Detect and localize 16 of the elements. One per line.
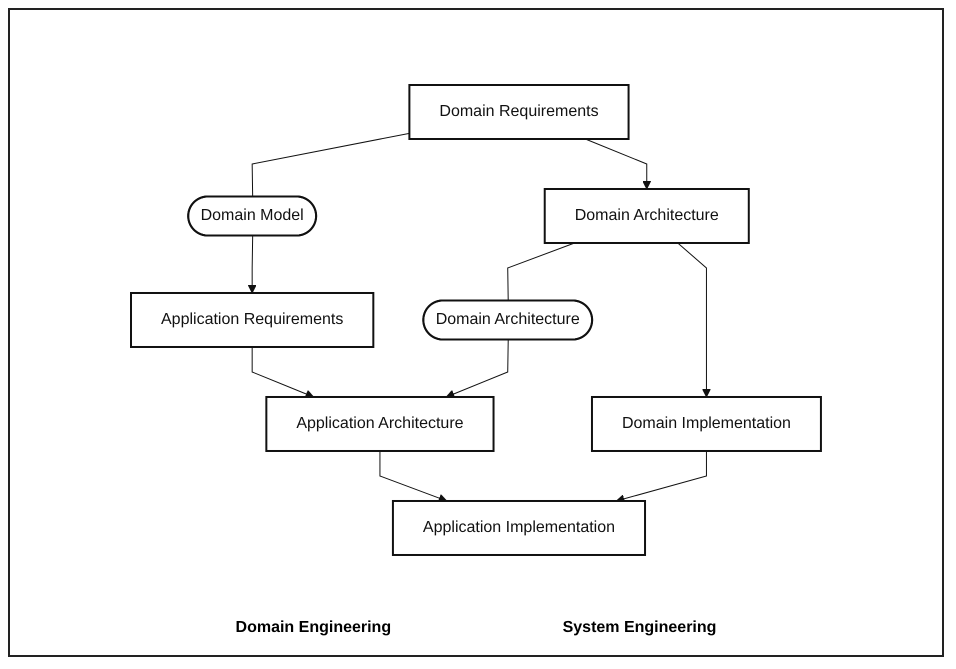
column-heading: Domain Engineering [236, 619, 392, 637]
arrow [252, 346, 314, 398]
arrow [379, 450, 448, 502]
arrow [584, 138, 652, 189]
arrow [248, 235, 257, 293]
node-box: Application Architecture [265, 396, 495, 452]
node-box: Domain Architecture [544, 188, 750, 244]
arrow [446, 339, 509, 398]
arrow [677, 242, 711, 397]
node-box: Domain Requirements [408, 84, 630, 140]
connector [507, 242, 576, 301]
connector [252, 132, 410, 197]
column-heading: System Engineering [562, 619, 716, 637]
node-box: Application Implementation [392, 499, 646, 556]
node-box: Domain Implementation [591, 396, 822, 452]
node-box: Application Requirements [130, 292, 374, 348]
